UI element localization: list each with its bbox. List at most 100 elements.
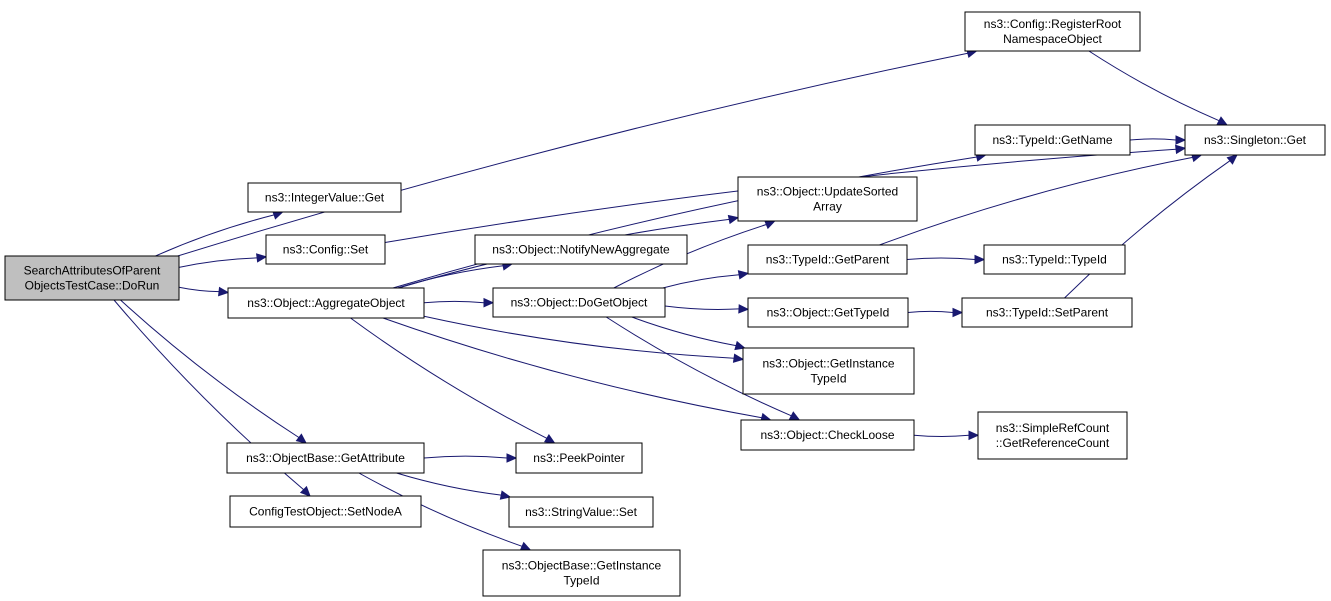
node-typeid-typeid[interactable]: ns3::TypeId::TypeId (983, 244, 1126, 275)
node-box (961, 297, 1133, 328)
edge-cfg-register-to-singleton-get (1088, 50, 1229, 126)
node-typeid-getname[interactable]: ns3::TypeId::GetName (974, 124, 1131, 156)
edge-line (177, 52, 968, 257)
node-box (964, 11, 1141, 52)
edge-objbase-getattr-to-peekpointer (423, 453, 518, 463)
edge-root-to-cfg-set (178, 253, 268, 268)
edge-line (1088, 50, 1220, 122)
node-label: ns3::IntegerValue::Get (265, 191, 385, 205)
node-label: SearchAttributesOfParent (24, 264, 161, 278)
arrowhead (519, 541, 532, 551)
node-singleton-get[interactable]: ns3::Singleton::Get (1184, 124, 1326, 156)
edge-line (178, 257, 258, 268)
node-box (508, 496, 654, 528)
node-label: ns3::Object::NotifyNewAggregate (492, 243, 670, 257)
node-stringvalue-set[interactable]: ns3::StringValue::Set (508, 496, 654, 528)
edge-typeid-getparent-to-typeid-typeid (906, 254, 986, 265)
node-box (474, 234, 688, 265)
node-label: NamespaceObject (1003, 32, 1102, 46)
node-box (229, 495, 422, 528)
edge-line (662, 274, 740, 289)
node-box (737, 176, 918, 222)
edge-line (613, 224, 767, 289)
edge-line (907, 310, 954, 313)
node-cfg-set[interactable]: ns3::Config::Set (265, 234, 386, 265)
node-box (265, 234, 386, 265)
edge-obj-aggregate-to-obj-dogetobject (423, 297, 495, 308)
node-box (747, 297, 909, 328)
node-obj-checkloose[interactable]: ns3::Object::CheckLoose (740, 419, 915, 451)
node-obj-aggregate[interactable]: ns3::Object::AggregateObject (227, 287, 425, 319)
edge-line (879, 156, 1193, 246)
node-label: ns3::PeekPointer (533, 451, 624, 465)
node-label: ns3::StringValue::Set (525, 505, 638, 519)
arrowhead (299, 485, 311, 497)
arrowhead (734, 340, 746, 351)
edge-line (358, 472, 523, 547)
arrowhead (506, 453, 518, 463)
node-label: ns3::ObjectBase::GetAttribute (246, 451, 405, 465)
edge-obj-aggregate-to-obj-checkloose (382, 317, 772, 423)
node-objbase-getattr[interactable]: ns3::ObjectBase::GetAttribute (226, 442, 425, 474)
node-label: TypeId (810, 372, 846, 386)
node-label: ns3::Object::GetTypeId (767, 306, 890, 320)
node-label: ns3::TypeId::SetParent (986, 306, 1109, 320)
node-label: ns3::SimpleRefCount (996, 421, 1110, 435)
node-obj-notifynewagg[interactable]: ns3::Object::NotifyNewAggregate (474, 234, 688, 265)
arrowhead (968, 430, 980, 441)
node-label: ns3::Object::CheckLoose (760, 428, 894, 442)
arrowhead (256, 253, 268, 263)
edge-obj-aggregate-to-peekpointer (350, 317, 556, 444)
call-nodes: SearchAttributesOfParentObjectsTestCase:… (4, 11, 1326, 597)
edge-line (396, 472, 502, 496)
edge-typeid-setparent-to-singleton-get (1064, 154, 1238, 299)
arrowhead (764, 220, 776, 230)
edge-line (631, 316, 737, 347)
arrowhead (483, 297, 495, 308)
edge-line (1129, 138, 1177, 141)
node-label: ns3::Object::UpdateSorted (757, 185, 898, 199)
edge-typeid-getparent-to-singleton-get (879, 152, 1203, 246)
edge-line (423, 300, 485, 304)
edge-line (423, 455, 508, 459)
node-obj-dogetobject[interactable]: ns3::Object::DoGetObject (492, 287, 666, 318)
node-obj-gettypeid[interactable]: ns3::Object::GetTypeId (747, 297, 909, 328)
arrowhead (727, 214, 740, 225)
node-typeid-setparent[interactable]: ns3::TypeId::SetParent (961, 297, 1133, 328)
edge-line (397, 265, 504, 289)
node-integervalue-get[interactable]: ns3::IntegerValue::Get (247, 182, 402, 213)
node-label: ns3::TypeId::GetParent (766, 253, 890, 267)
edge-line (906, 257, 976, 260)
edge-obj-aggregate-to-obj-notifynewagg (397, 261, 514, 289)
edge-typeid-getname-to-singleton-get (1129, 135, 1187, 145)
edge-line (155, 214, 275, 257)
node-box (983, 244, 1126, 275)
node-box (515, 442, 643, 474)
edge-line (423, 315, 735, 359)
node-label: ns3::TypeId::TypeId (1002, 253, 1107, 267)
node-label: ::GetReferenceCount (996, 436, 1110, 450)
node-label: ns3::Config::RegisterRoot (984, 17, 1122, 31)
node-peekpointer[interactable]: ns3::PeekPointer (515, 442, 643, 474)
arrowhead (974, 254, 986, 265)
node-label: ns3::Object::DoGetObject (511, 296, 648, 310)
node-label: TypeId (563, 574, 599, 588)
node-box (227, 287, 425, 319)
arrowhead (218, 286, 230, 297)
node-label: ns3::ObjectBase::GetInstance (502, 559, 662, 573)
node-typeid-getparent[interactable]: ns3::TypeId::GetParent (747, 244, 908, 275)
node-refcount[interactable]: ns3::SimpleRefCount::GetReferenceCount (977, 411, 1128, 460)
node-box (977, 411, 1128, 460)
edge-line (178, 286, 220, 293)
edge-obj-dogetobject-to-obj-gettypeid (664, 304, 750, 314)
node-box (974, 124, 1131, 156)
node-box (482, 549, 681, 597)
arrowhead (952, 307, 964, 318)
node-root[interactable]: SearchAttributesOfParentObjectsTestCase:… (4, 255, 180, 301)
node-cfgtest-setnodea[interactable]: ConfigTestObject::SetNodeA (229, 495, 422, 528)
edge-obj-aggregate-to-obj-getinstance (423, 315, 745, 363)
